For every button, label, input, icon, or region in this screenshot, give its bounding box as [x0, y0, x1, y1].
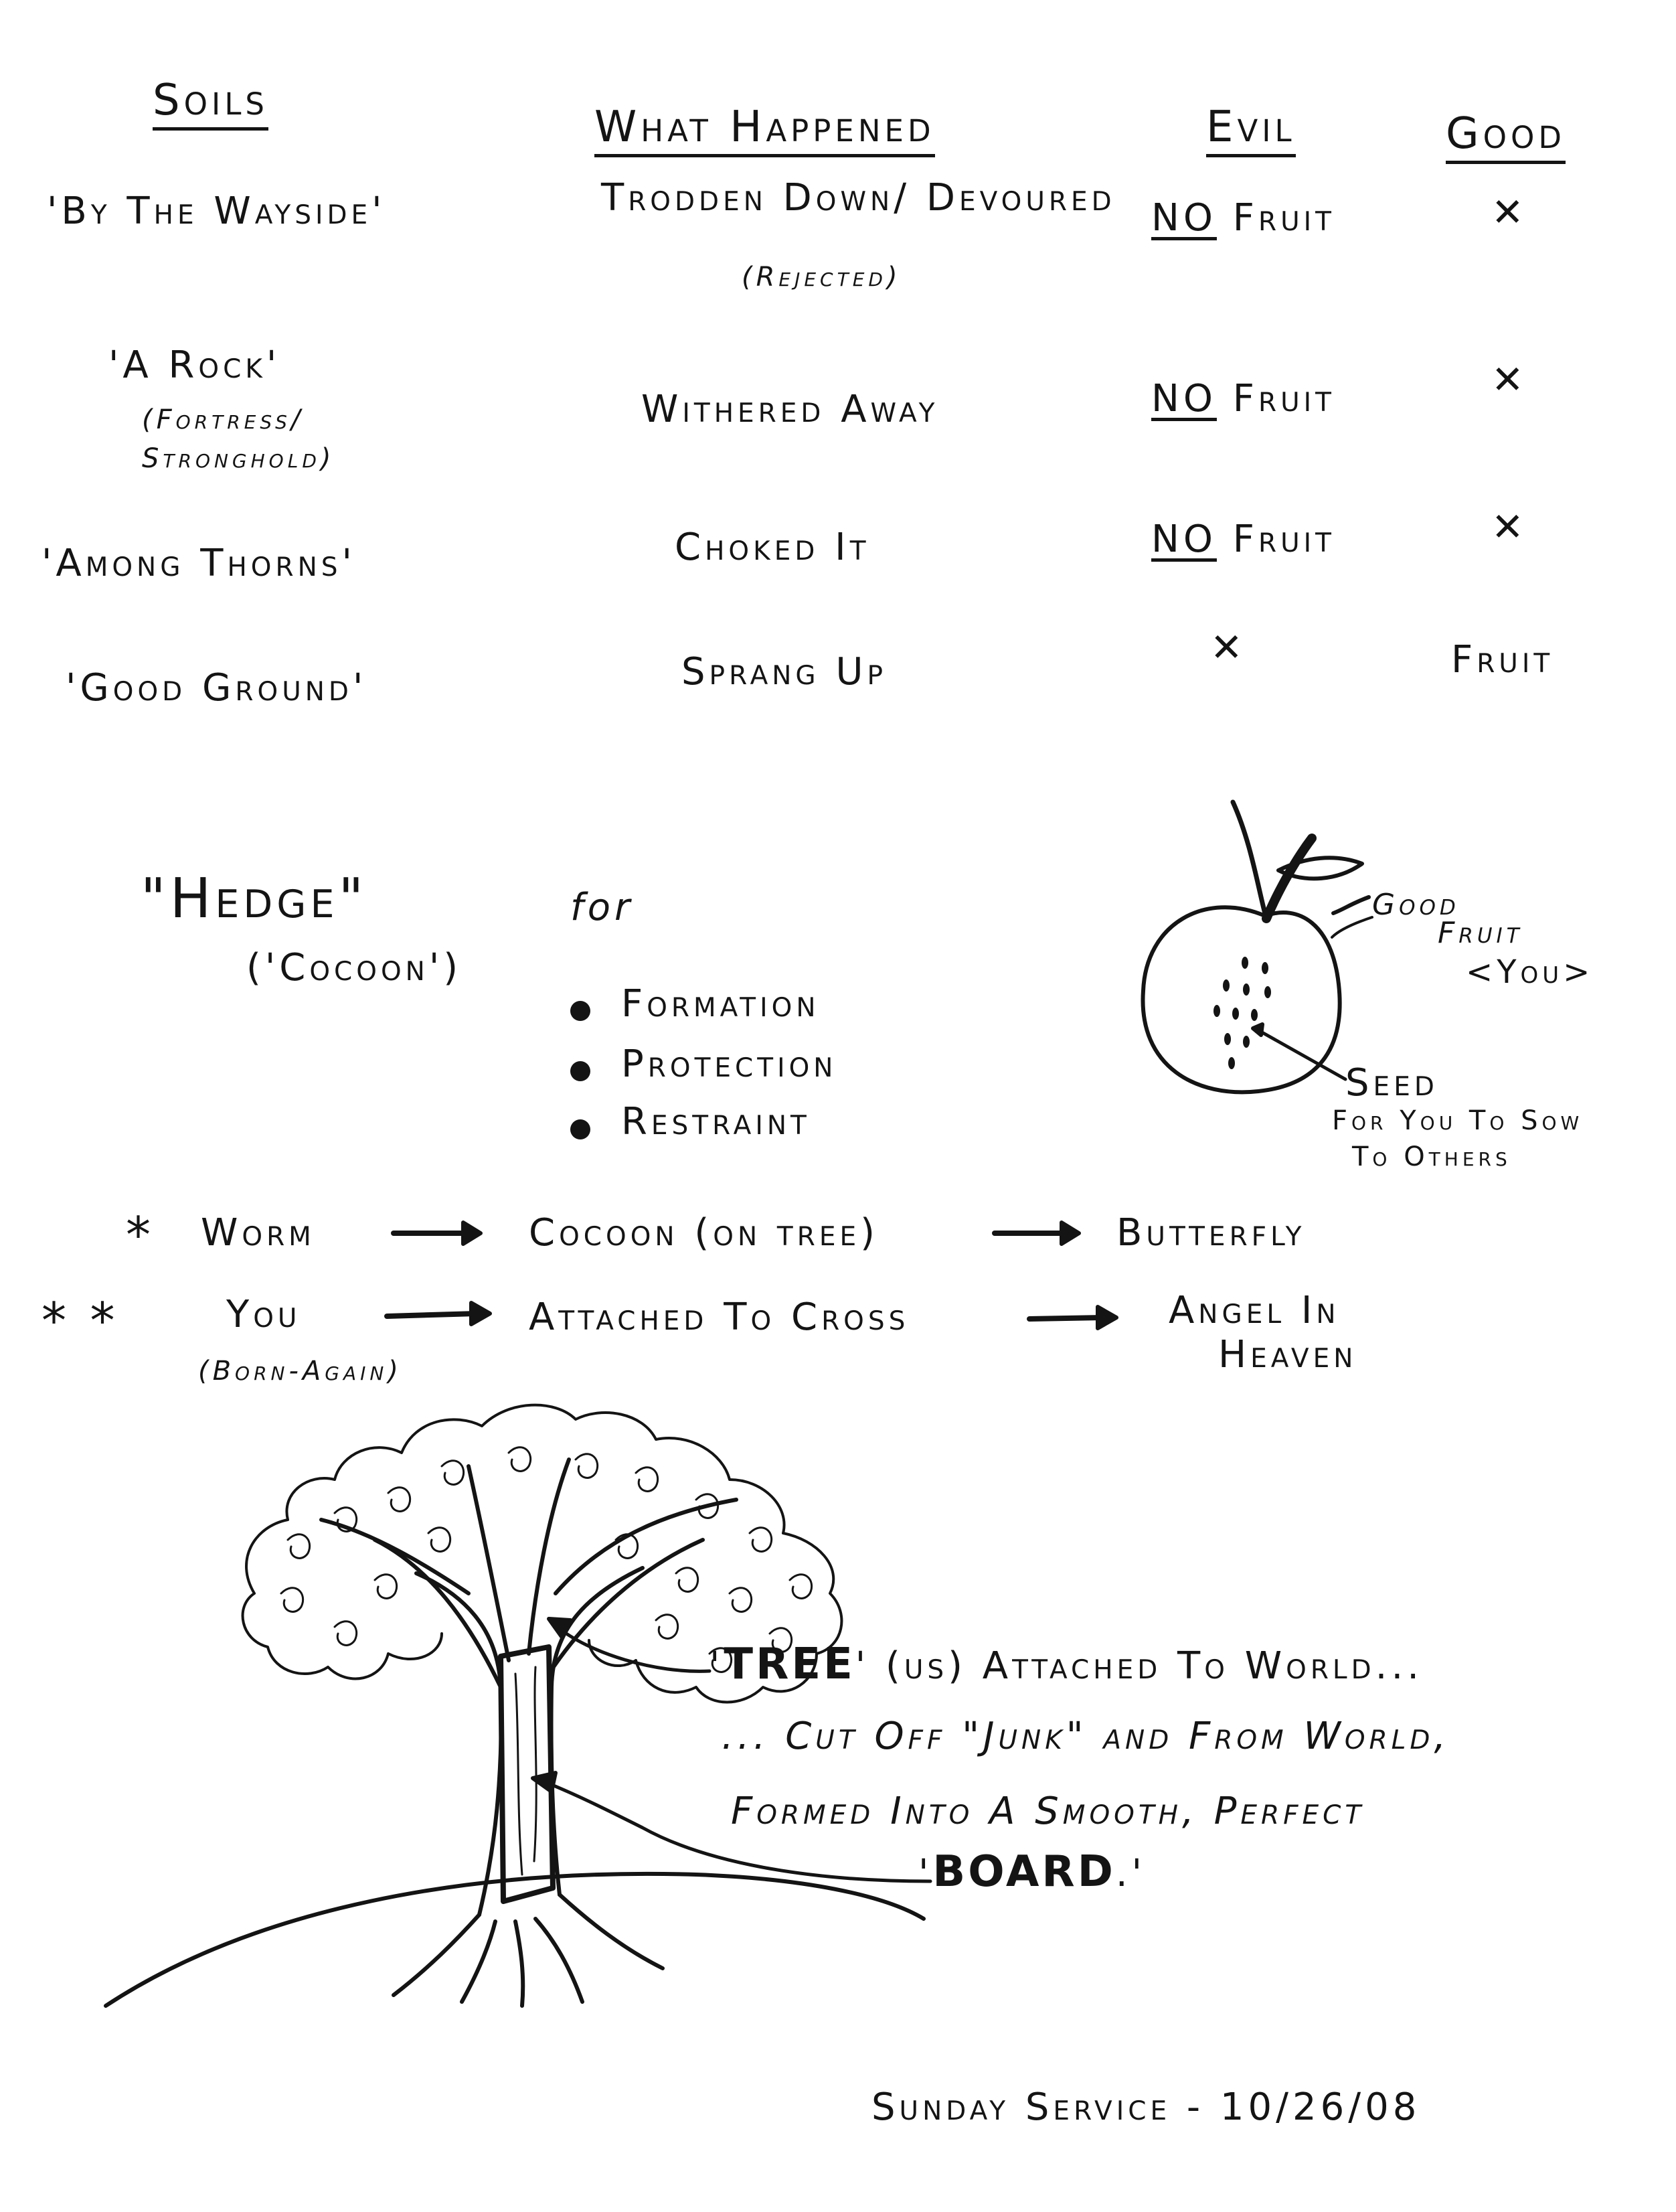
happened-trodden: Trodden Down/ Devoured	[601, 176, 1116, 220]
sequence-2-a: You	[226, 1293, 301, 1336]
soil-good-ground: 'Good Ground'	[66, 666, 367, 710]
happened-sprang: Sprang Up	[681, 650, 887, 694]
x-mark-icon: ✕	[1491, 504, 1524, 550]
x-mark-icon: ✕	[1491, 189, 1524, 235]
happened-choked: Choked It	[675, 526, 870, 569]
bullet-icon	[570, 1001, 590, 1021]
seed-label: Seed	[1345, 1061, 1438, 1105]
evil-row3: NO Fruit	[1151, 518, 1335, 561]
sequence-2-b: Attached To Cross	[529, 1295, 910, 1339]
sequence-1-a: Worm	[201, 1211, 315, 1255]
happened-rejected-note: (Rejected)	[742, 262, 902, 293]
evil-row1: NO Fruit	[1151, 196, 1335, 240]
hedge-for-label: for	[570, 886, 634, 929]
header-what-happened: What Happened	[594, 106, 935, 157]
hedge-item-protection: Protection	[621, 1042, 837, 1086]
soil-wayside: 'By The Wayside'	[47, 189, 386, 233]
sequence-marker-2: * *	[41, 1292, 119, 1350]
soil-thorns: 'Among Thorns'	[41, 542, 356, 585]
sequence-1-b: Cocoon (on tree)	[529, 1211, 879, 1255]
sequence-2-a-note: (Born-Again)	[198, 1356, 402, 1387]
fruit-illustration	[1141, 799, 1371, 1095]
good-fruit-label: Good	[1372, 888, 1460, 922]
good-fruit: Fruit	[1451, 638, 1554, 682]
you-label: <You>	[1466, 953, 1594, 991]
caption-line-4: 'BOARD.'	[918, 1847, 1147, 1897]
header-good: Good	[1446, 112, 1566, 164]
header-soils: Soils	[153, 79, 268, 131]
hedge-subtitle: ('Cocoon')	[246, 946, 463, 990]
hedge-title: "Hedge"	[141, 867, 368, 931]
good-fruit-label-2: Fruit	[1438, 916, 1523, 950]
caption-line-2: ... Cut Off "Junk" and From World,	[722, 1715, 1450, 1758]
footer-date: Sunday Service - 10/26/08	[871, 2085, 1421, 2129]
happened-withered: Withered Away	[641, 388, 939, 431]
soil-rock-note: (Fortress/ Stronghold)	[142, 404, 335, 474]
sequence-1-c: Butterfly	[1116, 1211, 1306, 1255]
evil-row2: NO Fruit	[1151, 377, 1335, 420]
caption-line-3: Formed Into A Smooth, Perfect	[731, 1790, 1365, 1833]
hedge-item-formation: Formation	[621, 982, 820, 1026]
caption-line-1: 'TREE' (us) Attached To World...	[709, 1640, 1424, 1689]
hedge-item-restraint: Restraint	[621, 1100, 811, 1143]
bullet-icon	[570, 1061, 590, 1081]
sequence-marker-1: *	[126, 1206, 155, 1264]
x-mark-icon: ✕	[1210, 625, 1243, 670]
tree-illustration	[104, 1403, 932, 2008]
seed-note-line2: To Others	[1352, 1141, 1511, 1172]
soil-rock: 'A Rock'	[108, 343, 281, 387]
bullet-icon	[570, 1119, 590, 1139]
sequence-2-c: Angel In	[1169, 1289, 1340, 1332]
x-mark-icon: ✕	[1491, 357, 1524, 402]
header-evil: Evil	[1206, 106, 1296, 157]
seed-note-line1: For You To Sow	[1332, 1105, 1584, 1136]
sequence-2-c2: Heaven	[1218, 1333, 1357, 1376]
